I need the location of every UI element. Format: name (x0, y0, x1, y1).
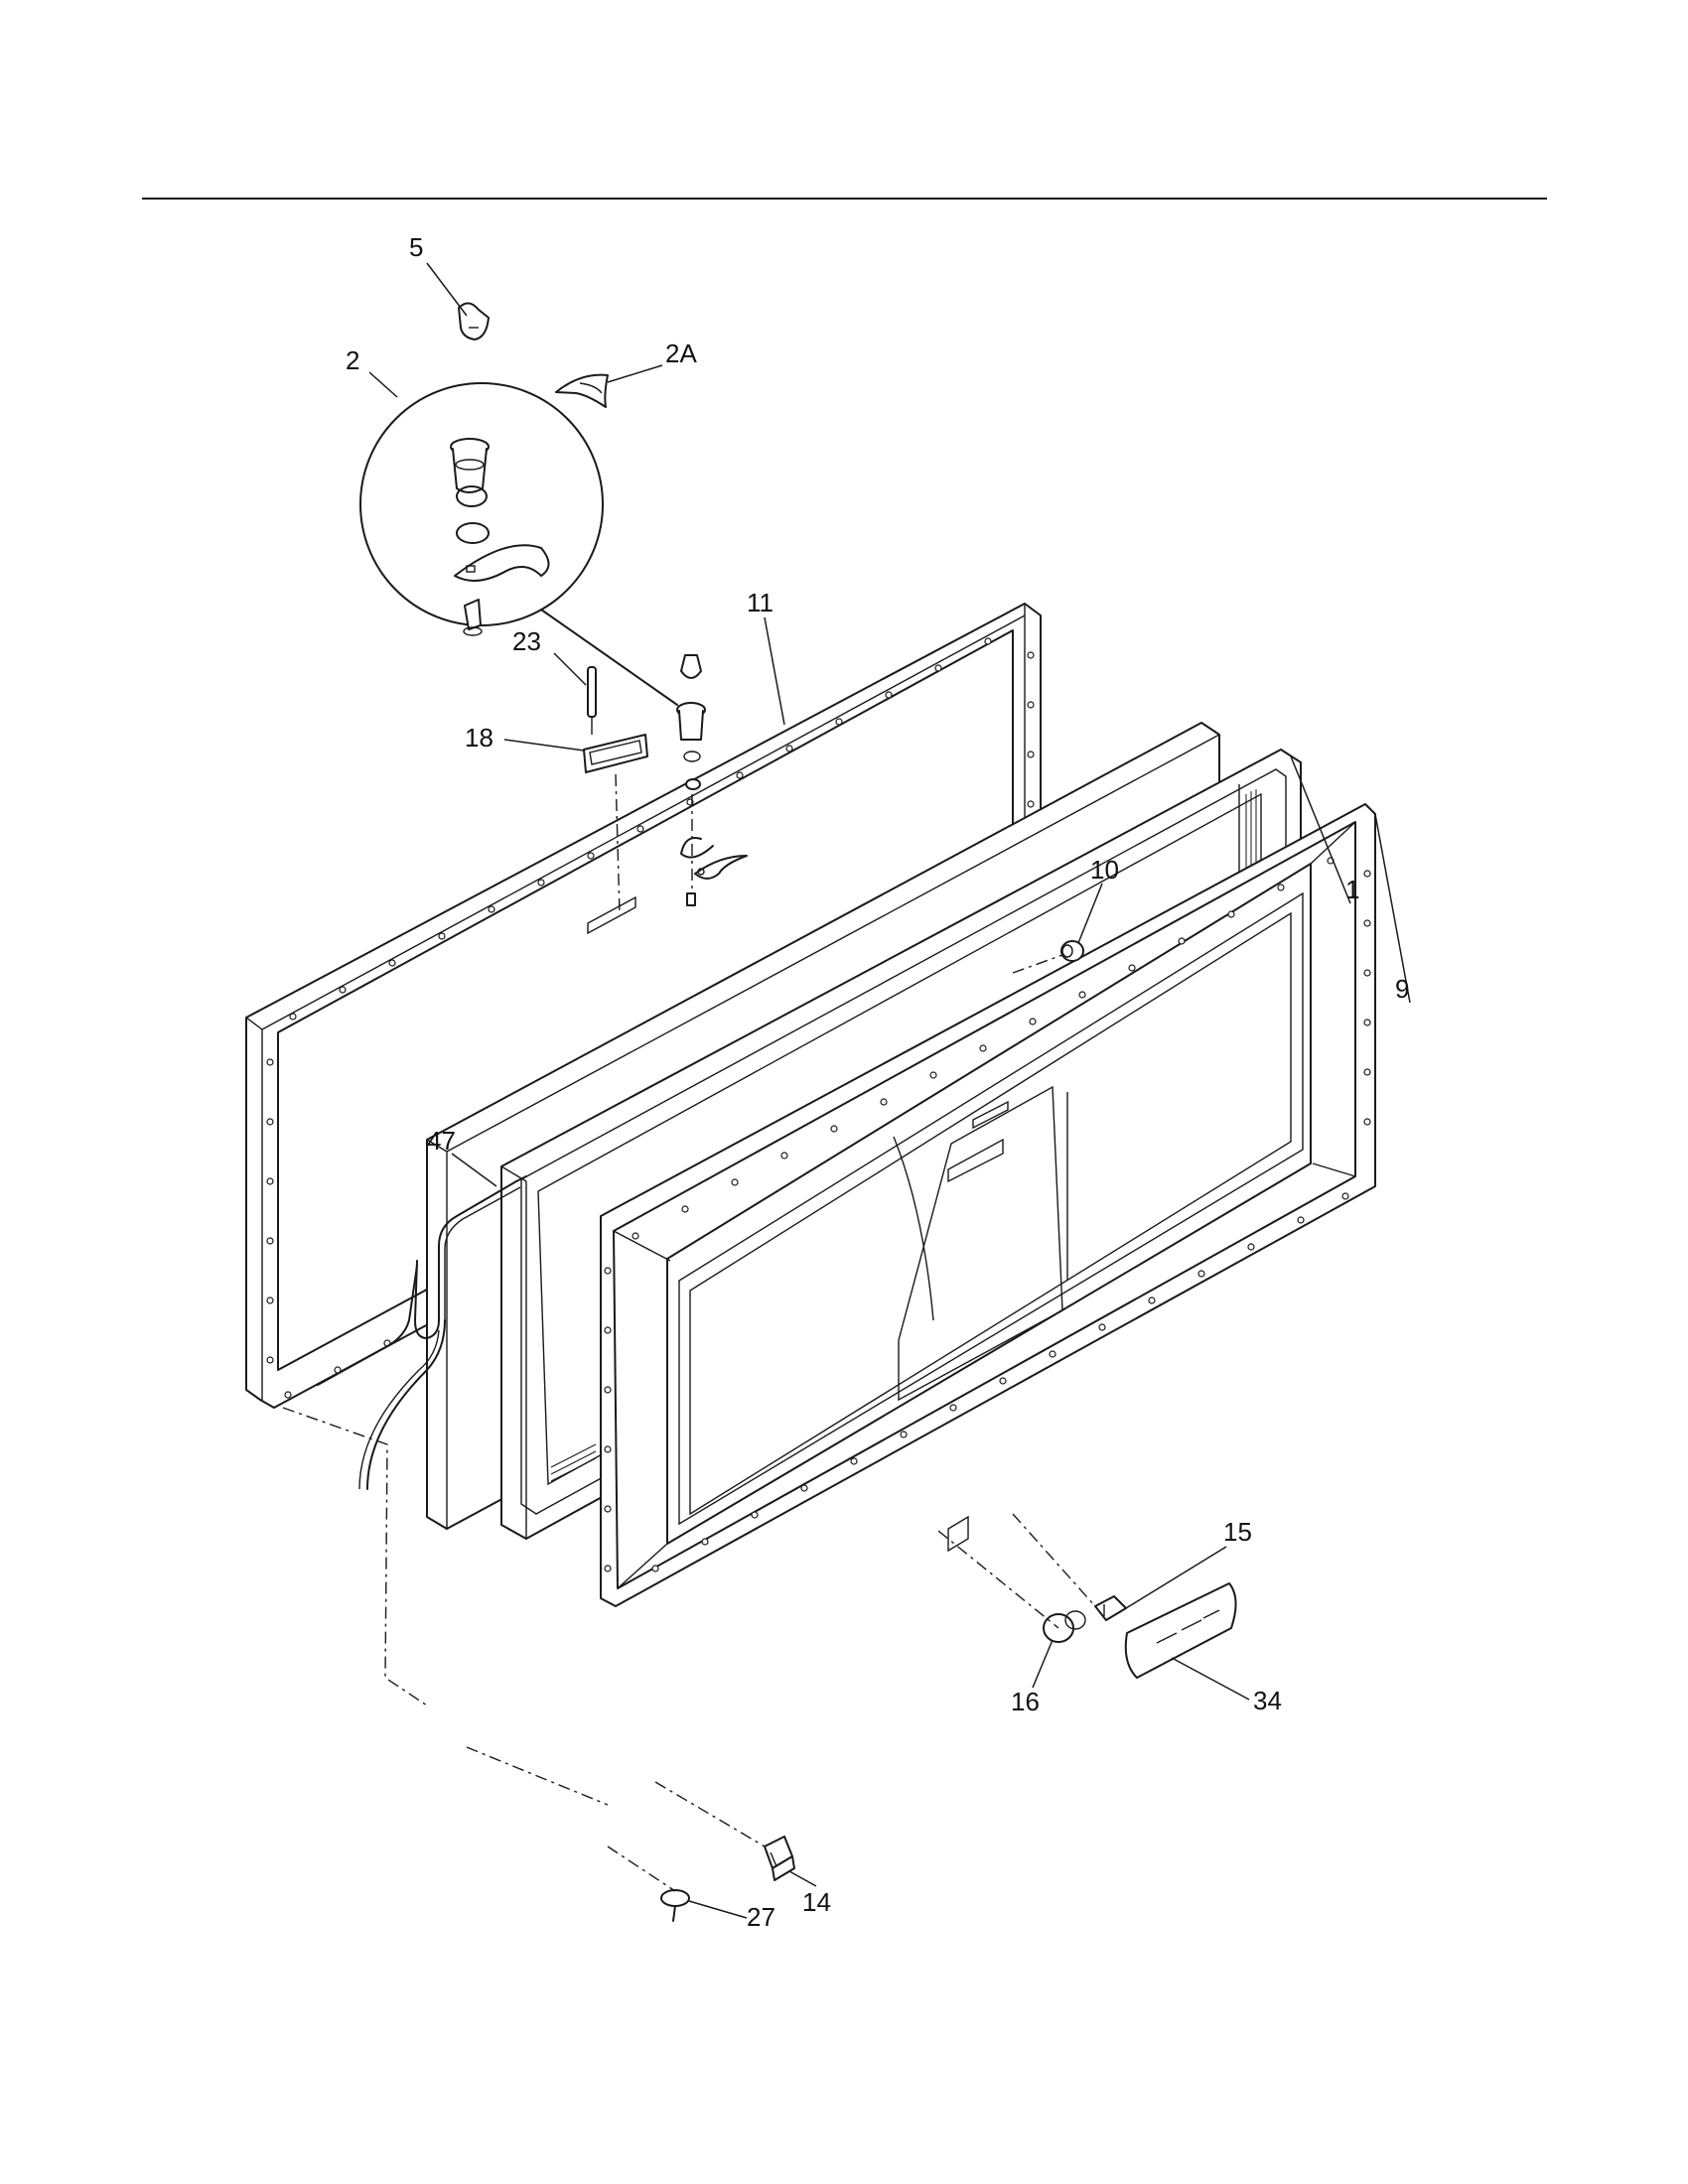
callout-2: 2 (346, 345, 359, 375)
callout-5: 5 (409, 232, 423, 262)
part-14-switch (764, 1836, 795, 1881)
part-23-pin (587, 666, 597, 735)
callout-9: 9 (1395, 974, 1409, 1004)
callout-2A: 2A (665, 339, 697, 368)
part-47-heater-wire (317, 1175, 527, 1490)
part-5-key (458, 302, 490, 341)
callout-27: 27 (747, 1902, 775, 1932)
lock-assembly-small (676, 654, 748, 906)
part-2-lock-detail (359, 382, 678, 706)
callout-47: 47 (427, 1126, 456, 1156)
callout-18: 18 (465, 723, 493, 752)
part-34-light-cover (1124, 1582, 1237, 1679)
part-27-screw (660, 1889, 690, 1922)
callout-14: 14 (802, 1887, 831, 1917)
callout-34: 34 (1253, 1686, 1282, 1715)
part-2A-clip (555, 373, 609, 408)
part-18-handle (583, 734, 648, 773)
callout-11: 11 (747, 588, 774, 617)
part-9-inner-liner (600, 803, 1376, 1607)
part-15-lamp-socket (1094, 1595, 1127, 1621)
callout-16: 16 (1011, 1687, 1040, 1716)
part-16-bulb (1043, 1610, 1086, 1643)
part-10-hinge-bumper (1060, 940, 1084, 962)
callout-1: 1 (1345, 875, 1359, 904)
callout-23: 23 (512, 626, 541, 656)
callout-15: 15 (1223, 1517, 1252, 1547)
callout-10: 10 (1090, 855, 1119, 885)
